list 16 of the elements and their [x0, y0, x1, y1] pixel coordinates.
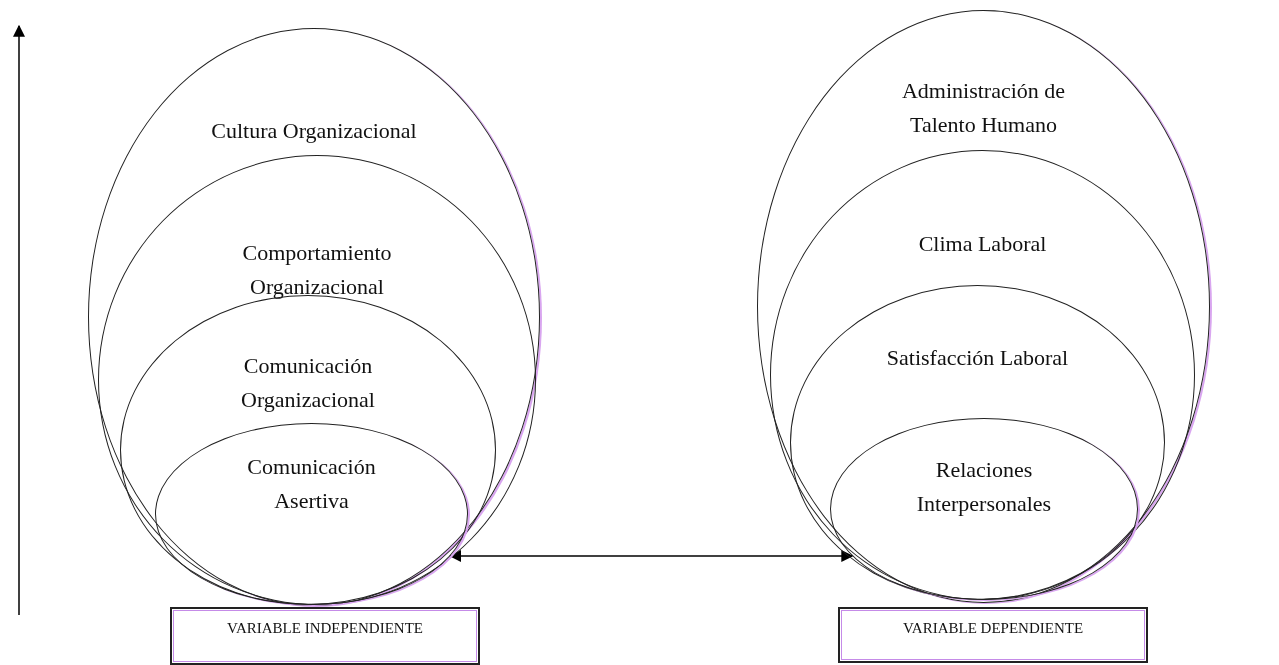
concept-label: Comunicación Organizacional [240, 352, 376, 414]
variable-label: VARIABLE INDEPENDIENTE [226, 619, 424, 637]
concept-label: Cultura Organizacional [210, 117, 418, 145]
nested-ellipse [790, 285, 1165, 600]
nested-ellipse [155, 423, 468, 605]
variable-box [838, 607, 1148, 663]
concept-label: Comportamiento Organizacional [241, 239, 393, 301]
concept-label: Administración de Talento Humano [900, 77, 1067, 139]
concept-label: Relaciones Interpersonales [915, 456, 1053, 518]
concept-label: Clima Laboral [917, 230, 1048, 258]
concept-label: Satisfacción Laboral [885, 344, 1070, 372]
variable-label: VARIABLE DEPENDIENTE [901, 619, 1085, 637]
nested-ellipse [88, 28, 540, 606]
nested-ellipse [757, 10, 1210, 603]
variable-box [170, 607, 480, 665]
concept-label: Comunicación Asertiva [246, 453, 377, 515]
